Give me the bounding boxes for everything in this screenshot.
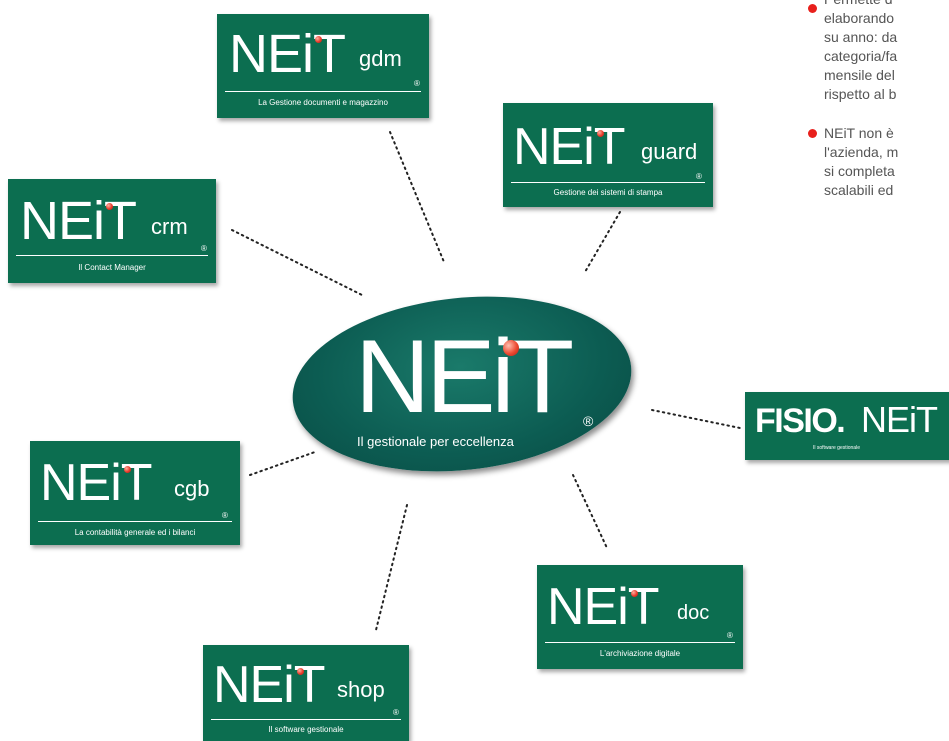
- doc-subtitle: L'archiviazione digitale: [599, 649, 681, 658]
- cgb-logo-word: NEiT: [40, 454, 153, 512]
- product-cgb: NEiT cgb ® La contabilità generale ed i …: [30, 441, 240, 545]
- bullet-line: Permette d: [824, 0, 949, 9]
- bullet-item: Permette d elaborando su anno: da catego…: [808, 0, 949, 104]
- bullet-line: l'azienda, m: [824, 144, 899, 160]
- doc-logo-dot: [631, 590, 638, 597]
- connector-shop: [375, 504, 408, 631]
- fisio-logo-word: NEiT: [861, 399, 938, 440]
- bullet-line: categoria/fa: [824, 48, 898, 64]
- crm-subtitle: Il Contact Manager: [78, 263, 146, 272]
- shop-subtitle: Il software gestionale: [268, 725, 344, 734]
- fisio-brand: FISIO.: [755, 402, 846, 440]
- product-guard: NEiT guard ® Gestione dei sistemi di sta…: [503, 103, 713, 207]
- connector-cgb: [249, 451, 316, 476]
- gdm-registered: ®: [414, 79, 420, 88]
- center-logo-word: NEiT: [355, 319, 574, 435]
- bullet-line: mensile del: [824, 67, 895, 83]
- cgb-suffix: cgb: [174, 476, 210, 501]
- doc-logo-word: NEiT: [547, 578, 660, 636]
- bullet-line: scalabili ed: [824, 182, 894, 198]
- center-tagline: Il gestionale per eccellenza: [357, 434, 514, 449]
- bullet-dot-icon: [808, 4, 817, 13]
- guard-logo-word: NEiT: [513, 118, 626, 176]
- bullet-dot-icon: [808, 129, 817, 138]
- center-logo-dot: [503, 340, 519, 356]
- product-fisio: FISIO. NEiT Il software gestionale: [745, 392, 949, 460]
- crm-logo-dot: [106, 203, 113, 210]
- bullet-line: si completa: [824, 163, 895, 179]
- gdm-logo-word: NEiT: [229, 24, 346, 84]
- bullet-line: elaborando: [824, 10, 895, 26]
- shop-registered: ®: [393, 708, 399, 717]
- guard-logo-dot: [597, 130, 604, 137]
- product-gdm: NEiT gdm ® La Gestione documenti e magaz…: [217, 14, 429, 118]
- crm-logo-word: NEiT: [20, 191, 137, 251]
- doc-registered: ®: [727, 631, 733, 640]
- connector-gdm: [389, 131, 445, 263]
- bullet-item: NEiT non è l'azienda, m si completa scal…: [808, 124, 949, 200]
- connector-crm: [231, 229, 363, 296]
- shop-logo-word: NEiT: [213, 656, 326, 714]
- connector-doc: [572, 474, 608, 549]
- bullet-line: su anno: da: [824, 29, 898, 45]
- crm-registered: ®: [201, 244, 207, 253]
- product-doc: NEiT doc ® L'archiviazione digitale: [537, 565, 743, 669]
- fisio-subtitle: Il software gestionale: [813, 445, 860, 451]
- crm-suffix: crm: [151, 214, 188, 239]
- connector-fisio: [651, 409, 741, 429]
- shop-logo-dot: [297, 668, 304, 675]
- doc-suffix: doc: [677, 602, 710, 624]
- cgb-registered: ®: [222, 511, 228, 520]
- gdm-subtitle: La Gestione documenti e magazzino: [258, 98, 388, 107]
- cgb-subtitle: La contabilità generale ed i bilanci: [74, 528, 196, 537]
- shop-suffix: shop: [337, 677, 385, 702]
- bullet-line: rispetto al b: [824, 86, 897, 102]
- connector-guard: [584, 211, 621, 273]
- guard-registered: ®: [696, 172, 702, 181]
- center-registered: ®: [583, 413, 594, 429]
- guard-suffix: guard: [641, 139, 698, 164]
- bullet-line: NEiT non è: [824, 125, 894, 141]
- product-crm: NEiT crm ® Il Contact Manager: [8, 179, 216, 283]
- cgb-logo-dot: [124, 466, 131, 473]
- bullet-list: Permette d elaborando su anno: da catego…: [808, 0, 949, 200]
- guard-subtitle: Gestione dei sistemi di stampa: [553, 188, 663, 197]
- gdm-suffix: gdm: [359, 46, 402, 71]
- gdm-logo-dot: [315, 36, 322, 43]
- product-shop: NEiT shop ® Il software gestionale: [203, 645, 409, 741]
